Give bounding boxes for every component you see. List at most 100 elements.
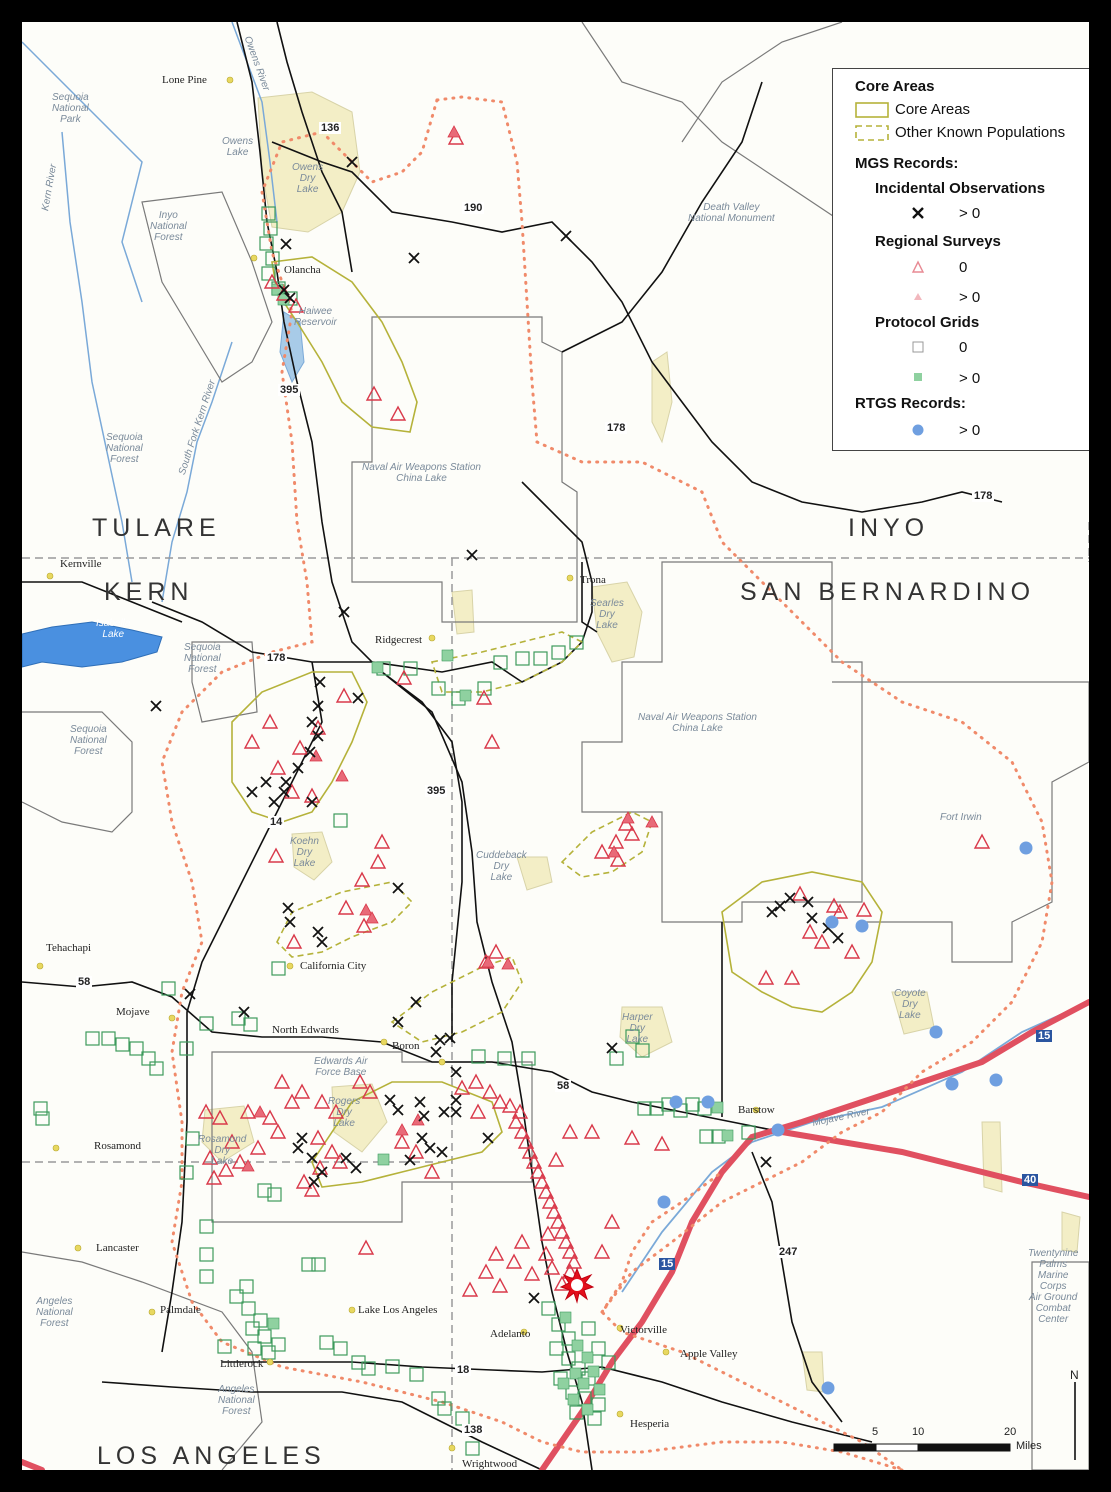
regional-survey-marker — [303, 787, 321, 803]
town-dot — [566, 574, 574, 582]
scale-label-5: 5 — [872, 1426, 879, 1438]
incidental-observation-marker — [450, 1106, 462, 1118]
regional-survey-marker — [561, 1243, 579, 1259]
label-coyote: Coyote Dry Lake — [894, 988, 926, 1021]
route-190: 190 — [462, 202, 485, 214]
label-twentynine: Twentynine Palms Marine Corps Air Ground… — [1028, 1248, 1079, 1325]
town-dot — [438, 1058, 446, 1066]
protocol-grid-marker — [587, 1411, 602, 1426]
road-trona — [581, 562, 598, 633]
regional-survey-marker — [201, 1149, 219, 1165]
regional-survey-marker — [513, 1123, 531, 1139]
protocol-grid-marker — [199, 1219, 214, 1234]
scale-label-10: 10 — [912, 1426, 925, 1438]
label-naws-2: Naval Air Weapons Station China Lake — [638, 712, 757, 734]
protocol-grid-marker — [261, 206, 276, 221]
protocol-grid-marker — [333, 1341, 348, 1356]
protocol-grid-marker — [625, 1029, 640, 1044]
regional-survey-marker — [249, 1139, 267, 1155]
protocol-grid-marker — [101, 1031, 116, 1046]
regional-survey-marker — [813, 933, 831, 949]
protocol-grid-marker-positive — [593, 1383, 606, 1396]
regional-survey-marker — [361, 1083, 379, 1099]
incidental-observation-marker — [296, 1132, 308, 1144]
incidental-observation-marker — [766, 906, 778, 918]
protocol-grid-marker — [161, 981, 176, 996]
protocol-grid-marker — [561, 1351, 576, 1366]
town-dot — [380, 1038, 388, 1046]
map-canvas[interactable]: TULARE KERN INYO SAN BERNARDINO LOS ANGE… — [22, 22, 1089, 1470]
protocol-grid-marker-positive — [559, 1311, 572, 1324]
small-lake-5 — [1061, 1211, 1081, 1253]
protocol-grid-marker — [437, 1401, 452, 1416]
core-fort-irwin — [721, 871, 883, 1013]
regional-survey-marker — [295, 1173, 313, 1189]
nf-west-1 — [22, 711, 133, 833]
regional-survey-marker — [791, 885, 809, 901]
protocol-grid-marker — [591, 1341, 606, 1356]
protocol-grid-marker — [247, 1341, 262, 1356]
regional-survey-marker — [407, 1143, 425, 1159]
label-cuddeback: Cuddeback Dry Lake — [476, 850, 527, 883]
regional-survey-marker — [549, 1213, 567, 1229]
protocol-grid-marker — [271, 1337, 286, 1352]
protocol-grid-marker-positive — [459, 689, 472, 702]
regional-survey-marker — [607, 833, 625, 849]
label-sequoia-nf-2: Sequoia National Forest — [184, 642, 221, 675]
small-lake-4 — [801, 1351, 825, 1393]
regional-survey-marker — [231, 1153, 249, 1169]
label-owens-lake: Owens Lake — [222, 136, 254, 158]
place-lancaster: Lancaster — [96, 1242, 139, 1254]
protocol-grid-marker-positive — [581, 1403, 594, 1416]
core-ridgecrest-w — [231, 671, 368, 823]
route-178-a: 178 — [605, 422, 628, 434]
route-247: 247 — [777, 1246, 800, 1258]
regional-survey-marker — [487, 943, 505, 959]
label-naws-1: Naval Air Weapons Station China Lake — [362, 462, 481, 484]
label-death-valley: Death Valley National Monument — [688, 202, 775, 224]
regional-survey-marker — [511, 1103, 529, 1119]
route-18: 18 — [455, 1364, 472, 1376]
label-rosamond-dl: Rosamond Dry Lake — [198, 1134, 247, 1167]
protocol-grid-marker-positive — [371, 661, 384, 674]
town-dot — [148, 1308, 156, 1316]
regional-survey-marker — [447, 129, 465, 145]
incidental-observation-marker — [606, 1042, 618, 1054]
protocol-grid-marker — [229, 1289, 244, 1304]
kern-river — [61, 131, 133, 583]
regional-survey-marker — [393, 1133, 411, 1149]
incidental-observation-marker — [784, 892, 796, 904]
hwy-395-south — [381, 671, 593, 1470]
incidental-observation-marker — [278, 786, 290, 798]
regional-survey-marker — [855, 901, 873, 917]
county-label-tulare: TULARE — [92, 514, 221, 542]
place-tehachapi: Tehachapi — [46, 942, 92, 954]
protocol-grid-marker-positive — [567, 1393, 580, 1406]
owens-river — [231, 22, 278, 223]
incidental-observation-marker — [306, 796, 318, 808]
regional-survey-marker — [565, 1253, 583, 1269]
regional-survey-marker — [327, 1103, 345, 1119]
town-dot — [348, 1306, 356, 1314]
incidental-observation-marker — [346, 156, 358, 168]
regional-survey-marker — [205, 1169, 223, 1185]
town-dot — [36, 962, 44, 970]
hwy-58 — [22, 981, 783, 1133]
protocol-grid-marker — [265, 251, 280, 266]
incidental-observation-marker — [238, 1006, 250, 1018]
route-i15-a: 15 — [659, 1258, 676, 1270]
protocol-grid-marker-positive — [441, 649, 454, 662]
protocol-grid-marker — [179, 1165, 194, 1180]
protocol-grid-marker — [311, 1257, 326, 1272]
route-136: 136 — [319, 122, 342, 134]
regional-survey-marker — [525, 1153, 543, 1169]
project-site-marker[interactable] — [559, 1267, 595, 1304]
roads — [22, 22, 1003, 1470]
rtgs-record-marker — [657, 1195, 671, 1209]
route-58-b: 58 — [555, 1080, 572, 1092]
protocol-grid-marker — [649, 1101, 664, 1116]
mojave-river-line — [621, 1001, 1089, 1293]
incidental-observation-marker — [280, 238, 292, 250]
regional-survey-marker — [283, 1093, 301, 1109]
protocol-grid-marker — [533, 651, 548, 666]
